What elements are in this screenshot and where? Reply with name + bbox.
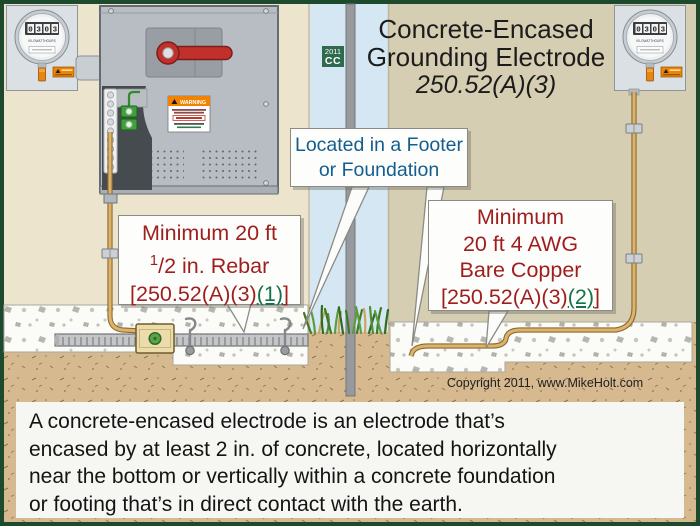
title-line-1: Concrete-Encased bbox=[378, 14, 594, 44]
panel-screws bbox=[108, 8, 269, 186]
rebar-ref-prefix: [250.52(A)(3) bbox=[130, 282, 257, 307]
copper-ref-prefix: [250.52(A)(3) bbox=[441, 284, 568, 309]
copper-ref-suffix: ] bbox=[593, 284, 600, 309]
warning-title: WARNING bbox=[180, 100, 206, 106]
arc-flash-warning-label: WARNING bbox=[167, 95, 211, 133]
rebar-callout-line-2: 1/2 in. Rebar bbox=[119, 247, 300, 280]
description-box: A concrete-encased electrode is an elect… bbox=[16, 402, 684, 518]
badge-year: 2011 bbox=[324, 47, 342, 56]
copyright-notice: Copyright 2011, www.MikeHolt.com bbox=[446, 376, 644, 390]
description-line-1: A concrete-encased electrode is an elect… bbox=[29, 410, 505, 433]
right-concrete-footer bbox=[389, 321, 693, 373]
copper-callout: Minimum 20 ft 4 AWG Bare Copper [250.52(… bbox=[428, 200, 613, 311]
bare-copper-conductor bbox=[408, 92, 637, 357]
panel-bottom-connector bbox=[103, 193, 118, 204]
description-line-2: encased by at least 2 in. of concrete, l… bbox=[29, 437, 557, 461]
description-line-3: near the bottom or vertically within a c… bbox=[29, 465, 556, 488]
copper-callout-line-2: 20 ft 4 AWG bbox=[462, 231, 579, 256]
disconnect-handle[interactable] bbox=[156, 41, 233, 65]
copper-callout-line-3: Bare Copper bbox=[459, 258, 582, 282]
copper-callout-pointer bbox=[485, 310, 510, 349]
ground-clamp bbox=[135, 323, 175, 354]
badge-cc: CC bbox=[324, 54, 342, 67]
located-pointer-left bbox=[302, 186, 371, 330]
cc-2011-badge: 2011 CC bbox=[322, 46, 344, 67]
copper-ref-link[interactable]: (2) bbox=[567, 284, 594, 309]
rebar-callout-line-2-rest: /2 in. Rebar bbox=[158, 254, 270, 279]
located-footer-label: Located in a Footer or Foundation bbox=[290, 128, 468, 187]
rebar-code-ref: [250.52(A)(3)(1)] bbox=[119, 280, 300, 308]
copper-code-ref: [250.52(A)(3)(2)] bbox=[429, 284, 612, 311]
rebar-fraction-sup: 1 bbox=[149, 252, 159, 269]
left-grounding-conductor bbox=[107, 132, 143, 334]
vent-grille-right bbox=[200, 150, 258, 182]
copper-callout-line-1: Minimum bbox=[476, 205, 565, 229]
diagram-title: Concrete-Encased Grounding Electrode 250… bbox=[358, 15, 614, 99]
located-line-1: Located in a Footer bbox=[294, 134, 464, 156]
title-code-ref: 250.52(A)(3) bbox=[415, 71, 557, 99]
rebar-ref-link[interactable]: (1) bbox=[256, 282, 283, 307]
meter-conduit bbox=[75, 55, 103, 81]
rebar-electrode bbox=[54, 333, 309, 347]
rebar-tie-wires bbox=[184, 317, 292, 356]
disconnect-panel: WARNING bbox=[99, 5, 279, 195]
rebar-callout: Minimum 20 ft 1/2 in. Rebar [250.52(A)(3… bbox=[118, 215, 301, 308]
title-line-2: Grounding Electrode bbox=[366, 42, 606, 72]
grass bbox=[302, 304, 390, 335]
rebar-ref-suffix: ] bbox=[282, 282, 289, 307]
rebar-callout-line-1: Minimum 20 ft bbox=[141, 221, 277, 245]
electric-meter-right bbox=[614, 5, 686, 91]
electric-meter-left bbox=[6, 5, 78, 91]
located-line-2: or Foundation bbox=[318, 159, 440, 181]
description-line-4: or footing that’s in direct contact with… bbox=[29, 492, 463, 516]
